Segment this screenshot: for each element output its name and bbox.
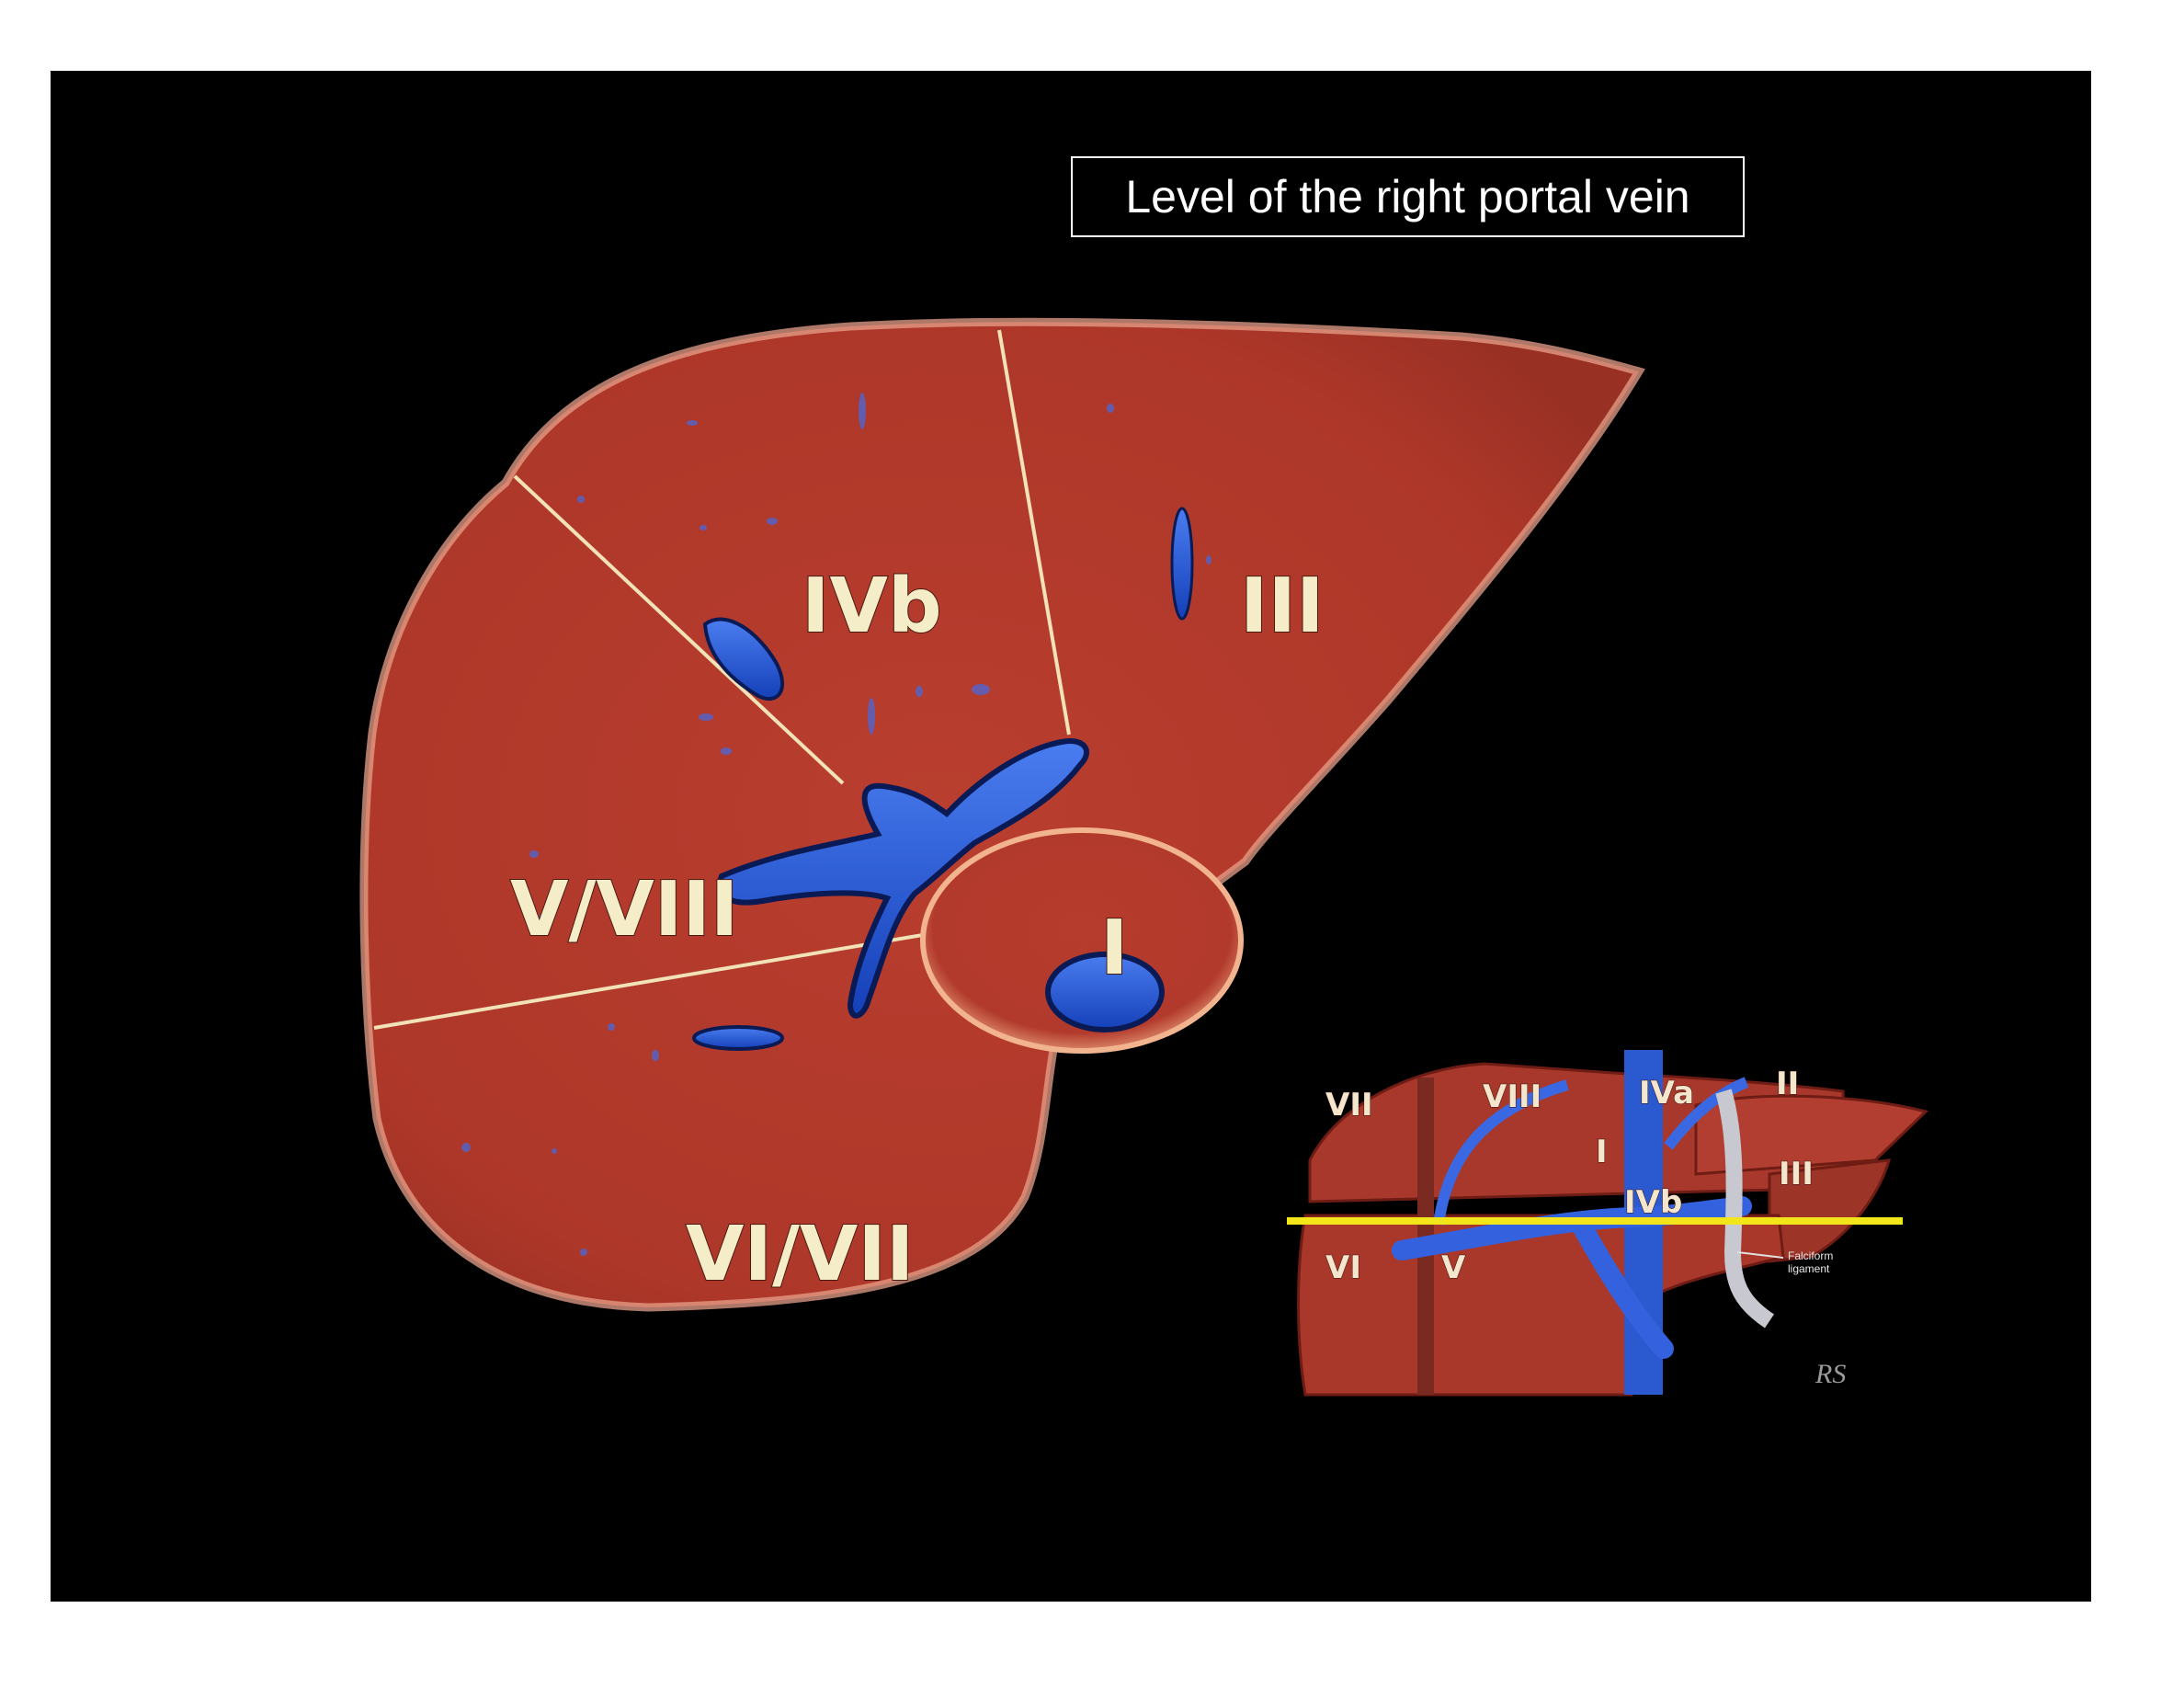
segment-vi-vii-label: VI/VII: [686, 1211, 914, 1298]
segment-ivb-label: IVb: [802, 563, 942, 650]
artist-signature: RS: [1814, 1359, 1846, 1389]
segment-i-label: I: [1100, 905, 1129, 992]
segment-v-viii-label: V/VIII: [510, 866, 738, 953]
inset-label-iva: IVa: [1639, 1075, 1694, 1112]
inset-label-viii: VIII: [1483, 1078, 1541, 1115]
slide-background: Level of the right portal vein: [51, 71, 2091, 1602]
segment-vi-vii-vessel: [694, 1027, 782, 1049]
inset-label-vi: VI: [1325, 1249, 1361, 1286]
inset-label-i: I: [1596, 1134, 1608, 1170]
falciform-label-line1: Falciform: [1788, 1249, 1833, 1262]
liver-diagram: IVb III V/VIII I VI/VII VII VIII IVa II …: [51, 71, 2091, 1602]
inset-liver-lower: [1299, 1215, 1784, 1395]
inset-label-iii: III: [1779, 1156, 1814, 1192]
liver-inset: VII VIII IVa II III I IVb VI V Falciform…: [1287, 1050, 1926, 1395]
falciform-label-line2: ligament: [1788, 1262, 1830, 1275]
inset-label-ivb: IVb: [1624, 1184, 1682, 1221]
segment-iii-label: III: [1240, 563, 1325, 650]
inset-label-v: V: [1441, 1249, 1466, 1286]
inset-label-vii: VII: [1325, 1087, 1373, 1123]
segment-iii-vessel: [1172, 508, 1192, 619]
inset-label-ii: II: [1776, 1066, 1799, 1102]
